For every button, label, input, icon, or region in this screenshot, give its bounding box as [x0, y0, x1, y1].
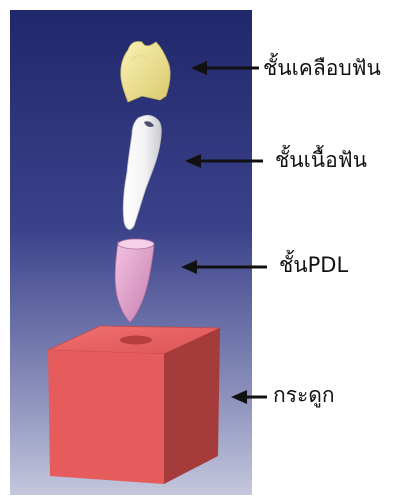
- pdl-arrow: [181, 259, 269, 275]
- bone-block-shape: [48, 326, 220, 484]
- 3d-viewport: [10, 10, 252, 495]
- enamel-label: ชั้นเคลือบฟัน: [263, 58, 381, 79]
- dentin-arrow: [185, 153, 265, 169]
- dentin-label: ชั้นเนื้อฟัน: [275, 150, 367, 171]
- bone-arrow: [231, 389, 271, 405]
- bone-label: กระดูก: [273, 385, 335, 406]
- enamel-layer-shape: [121, 41, 170, 102]
- tooth-model-illustration: [10, 10, 252, 495]
- enamel-arrow: [191, 60, 261, 76]
- pdl-label: ชั้นPDL: [279, 255, 348, 276]
